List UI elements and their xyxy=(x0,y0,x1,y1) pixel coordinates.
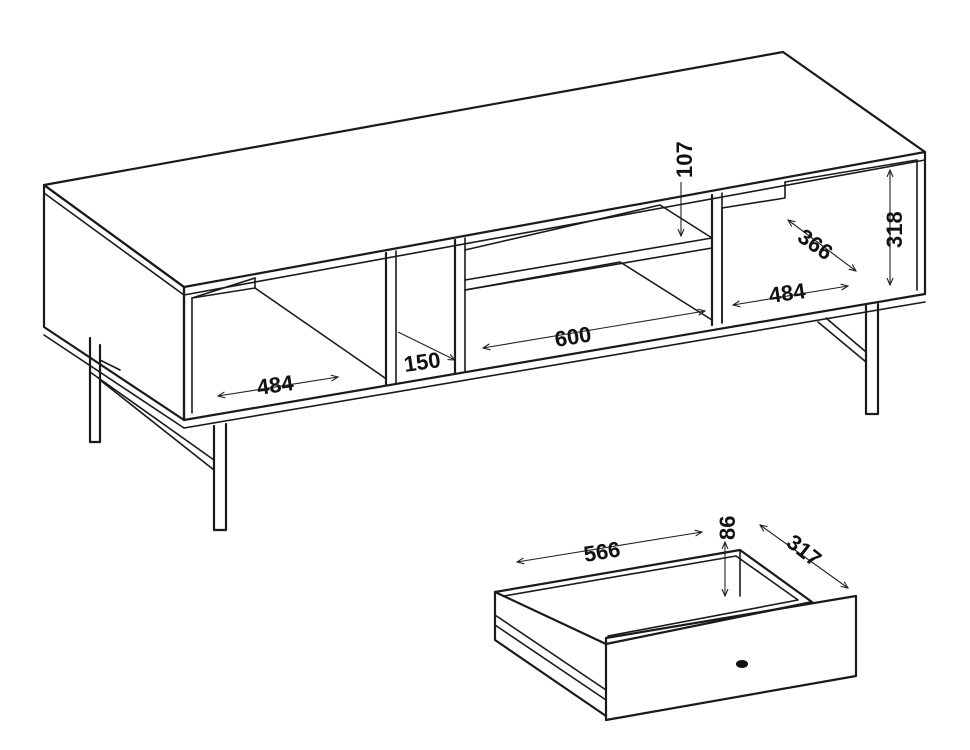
dim-right-height: 318 xyxy=(882,211,907,248)
drawer xyxy=(493,548,858,722)
drawer-front-panel xyxy=(604,594,858,722)
cabinet-bottom-edge xyxy=(183,301,926,429)
dim-partition-width: 150 xyxy=(402,347,442,377)
cabinet-legs xyxy=(88,302,880,532)
dim-center-shelf-height: 107 xyxy=(672,141,697,178)
dim-drawer-depth: 317 xyxy=(782,529,826,571)
cabinet-front xyxy=(182,150,927,422)
knob-icon xyxy=(736,660,748,668)
partition-left xyxy=(384,250,397,387)
dim-center-width: 600 xyxy=(553,322,593,352)
tv-cabinet xyxy=(42,50,927,532)
dimension-lines xyxy=(218,170,890,596)
center-shelf xyxy=(464,204,713,321)
drawer-left-side xyxy=(493,590,608,718)
partition-center xyxy=(453,237,466,376)
dim-drawer-width: 566 xyxy=(582,537,622,567)
dim-drawer-height: 86 xyxy=(715,516,740,540)
right-compartment xyxy=(721,159,918,324)
cabinet-left-bottom-edge xyxy=(43,334,185,429)
left-compartment xyxy=(191,277,386,414)
dim-right-width: 484 xyxy=(767,278,808,308)
cabinet-left-side xyxy=(42,183,186,422)
cabinet-top xyxy=(42,50,927,289)
dim-right-depth: 366 xyxy=(793,224,837,266)
dim-left-width: 484 xyxy=(255,370,296,400)
partition-right xyxy=(710,192,723,327)
